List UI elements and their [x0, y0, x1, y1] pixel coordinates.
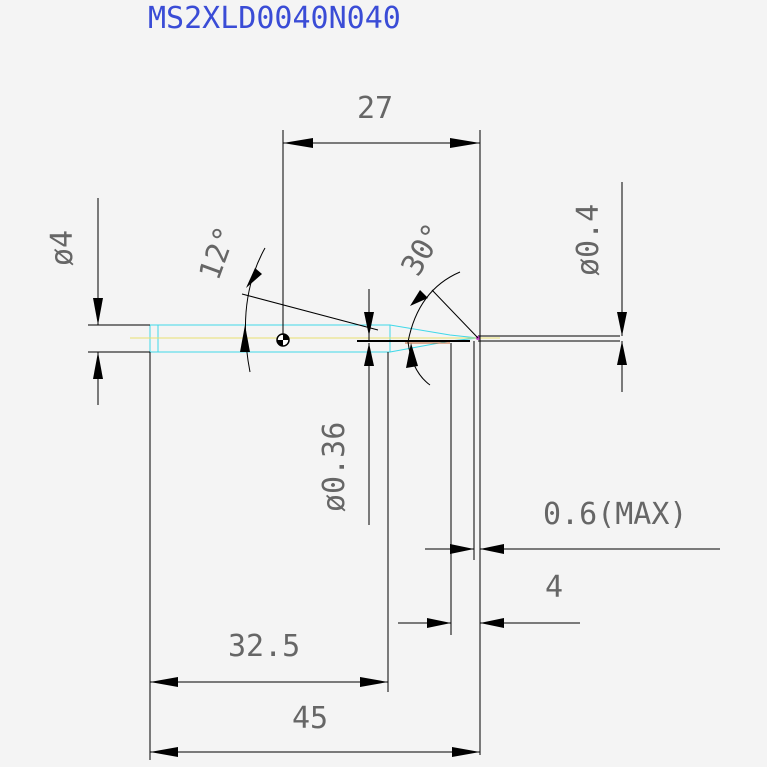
- dim-27-arrow-left: [283, 138, 313, 148]
- dim-12deg-ref-line: [241, 293, 379, 331]
- dim-32-5-label: 32.5: [228, 629, 300, 664]
- dim-phi04-label: ø0.4: [571, 204, 606, 276]
- center-mark-q1: [283, 334, 289, 340]
- dim-06max: 0.6(MAX): [425, 341, 720, 560]
- dim-32-5-arrow-left: [150, 677, 178, 687]
- dim-4-label: 4: [545, 570, 563, 605]
- dim-12deg-arc: [244, 247, 266, 373]
- dim-phi036: ø0.36: [317, 289, 374, 525]
- dim-30deg-arrow-top: [410, 290, 428, 306]
- dim-27-arrow-right: [450, 138, 480, 148]
- dim-06max-arrow-right: [480, 544, 504, 554]
- dim-12deg-label: 12°: [193, 222, 244, 285]
- dim-45-label: 45: [292, 701, 328, 736]
- center-mark-q3: [277, 340, 283, 346]
- dim-phi4-label: ø4: [45, 230, 80, 266]
- dim-phi4: ø4: [45, 198, 150, 405]
- dim-06max-label: 0.6(MAX): [543, 497, 688, 532]
- neck-taper-outline: [389, 324, 479, 353]
- dim-4: 4: [398, 343, 580, 635]
- dim-30deg-arrow-bottom: [406, 343, 418, 368]
- dim-32-5: 32.5: [149, 352, 389, 760]
- dim-30deg-arc: [407, 271, 461, 386]
- dim-32-5-arrow-right: [360, 677, 388, 687]
- dim-45-arrow-right: [452, 747, 480, 757]
- dim-30deg: 30°: [395, 218, 479, 386]
- dim-phi04: ø0.4: [571, 182, 627, 392]
- dim-27-label: 27: [357, 91, 393, 126]
- center-mark-symbol: [276, 333, 290, 347]
- dim-06max-arrow-left: [450, 544, 474, 554]
- dim-4-arrow-right: [480, 618, 504, 628]
- dim-45: 45: [150, 701, 480, 757]
- dim-phi4-arrow-bottom: [93, 352, 103, 379]
- dim-phi036-arrow-top: [364, 312, 374, 336]
- tool-body: [130, 324, 620, 353]
- dim-phi036-label: ø0.36: [317, 422, 352, 512]
- dim-30deg-ref-line: [431, 289, 479, 339]
- dim-phi4-arrow-top: [93, 298, 103, 325]
- dim-30deg-label: 30°: [395, 218, 452, 282]
- dim-4-arrow-left: [427, 618, 451, 628]
- dim-phi036-arrow-bottom: [364, 343, 374, 366]
- dim-12deg: 12°: [193, 222, 379, 373]
- part-number-title: MS2XLD0040N040: [148, 1, 401, 36]
- dim-27: 27: [282, 91, 481, 755]
- dim-45-arrow-left: [150, 747, 178, 757]
- dim-phi04-arrow-bottom: [617, 341, 627, 365]
- dim-12deg-arrow-bottom: [240, 325, 250, 352]
- dim-phi04-arrow-top: [617, 312, 627, 336]
- dim-12deg-arrow-top: [246, 268, 262, 288]
